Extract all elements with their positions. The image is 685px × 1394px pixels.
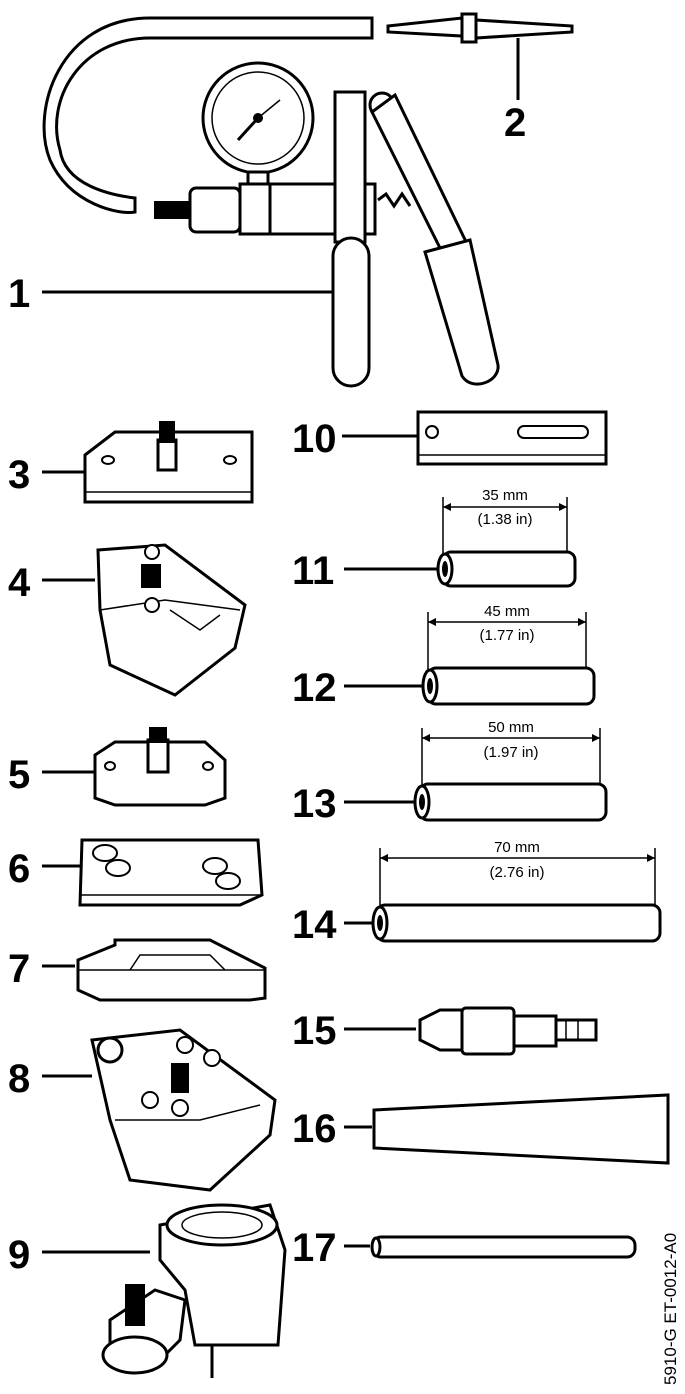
dim-14-mm: 70 mm (494, 839, 540, 856)
label-12: 12 (292, 666, 337, 710)
label-17: 17 (292, 1226, 337, 1270)
label-13: 13 (292, 782, 337, 826)
dimension-11 (442, 497, 568, 555)
tube-45mm-part-12 (421, 666, 596, 706)
label-1: 1 (8, 272, 30, 316)
label-9: 9 (8, 1233, 30, 1277)
rod-part-17 (370, 1235, 637, 1259)
label-5: 5 (8, 753, 30, 797)
dimension-12 (427, 612, 587, 672)
label-11: 11 (292, 549, 334, 593)
dim-12-mm: 45 mm (484, 603, 530, 620)
dim-13-mm: 50 mm (488, 719, 534, 736)
tube-50mm-part-13 (413, 782, 608, 822)
label-3: 3 (8, 453, 30, 497)
dim-11-in: (1.38 in) (477, 511, 532, 528)
label-10: 10 (292, 417, 337, 461)
label-8: 8 (8, 1057, 30, 1101)
tube-35mm-part-11 (436, 550, 577, 588)
flange-plate-part-3 (83, 421, 254, 504)
support-block-part-7 (76, 938, 267, 1002)
label-16: 16 (292, 1107, 337, 1151)
dimension-14 (379, 848, 656, 908)
carburetor-adapter-part-8 (90, 1028, 277, 1192)
tapered-nozzle-part-2 (386, 12, 574, 44)
label-4: 4 (8, 561, 31, 605)
dim-14-in: (2.76 in) (489, 864, 544, 881)
dim-11-mm: 35 mm (482, 487, 528, 504)
flange-plate-part-5 (93, 727, 227, 807)
label-2: 2 (504, 101, 526, 145)
dimension-13 (421, 728, 601, 788)
label-14: 14 (292, 903, 337, 947)
plate-part-6 (78, 838, 264, 907)
intake-adapter-part-9 (101, 1203, 287, 1378)
vacuum-pump-part-1 (42, 16, 500, 388)
label-7: 7 (8, 947, 30, 991)
dim-13-in: (1.97 in) (483, 744, 538, 761)
tube-70mm-part-14 (371, 903, 662, 943)
slotted-plate-part-10 (416, 410, 608, 466)
wedge-part-16 (372, 1093, 670, 1165)
drawing-code: 5910-G ET-0012-A0 (661, 1233, 680, 1385)
housing-block-part-4 (96, 543, 247, 697)
label-6: 6 (8, 847, 30, 891)
label-15: 15 (292, 1009, 337, 1053)
dim-12-in: (1.77 in) (479, 627, 534, 644)
nipple-fitting-part-15 (418, 1006, 598, 1056)
